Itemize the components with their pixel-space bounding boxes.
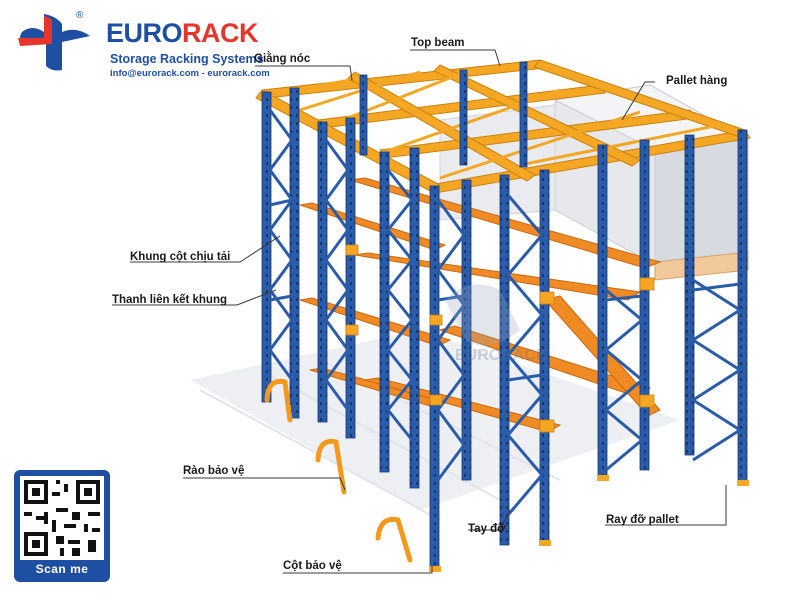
brand-contact: info@eurorack.com - eurorack.com <box>110 68 270 79</box>
label-top-beam: Top beam <box>411 37 465 49</box>
qr-code-card[interactable]: Scan me <box>14 470 110 582</box>
rail-brackets <box>345 244 655 433</box>
brand-name: EURORACK <box>106 18 259 49</box>
leader-lines <box>112 49 727 574</box>
brand-name-part1: EURO <box>106 18 183 48</box>
label-pallet-hang: Pallet hàng <box>666 75 728 87</box>
label-thanh-lien-ket-khung: Thanh liên kết khung <box>112 294 228 306</box>
brand-logo: ® EURORACK Storage Racking Systems info@… <box>14 10 270 80</box>
upright-frames <box>261 61 749 572</box>
svg-text:EURORACK: EURORACK <box>455 347 548 364</box>
label-giang-noc: Giằng nóc <box>254 53 311 65</box>
registered-mark: ® <box>76 10 84 21</box>
eurorack-logo-icon <box>18 14 90 71</box>
label-tay-do: Tay đỡ <box>468 523 506 535</box>
label-cot-bao-ve: Cột bảo vệ <box>283 560 342 572</box>
guard-rails <box>264 378 413 563</box>
qr-caption: Scan me <box>35 562 89 576</box>
brand-name-part2: RACK <box>182 18 259 48</box>
watermark: EURORACK <box>445 284 548 364</box>
label-rao-bao-ve: Rào bảo vệ <box>183 465 245 477</box>
qr-code[interactable] <box>20 476 104 560</box>
brand-tagline: Storage Racking Systems <box>110 52 264 66</box>
qr-code-icon <box>20 476 104 560</box>
label-khung-cot-chiu-tai: Khung cột chịu tải <box>130 251 231 263</box>
label-ray-do-pallet: Ray đỡ pallet <box>606 514 679 526</box>
